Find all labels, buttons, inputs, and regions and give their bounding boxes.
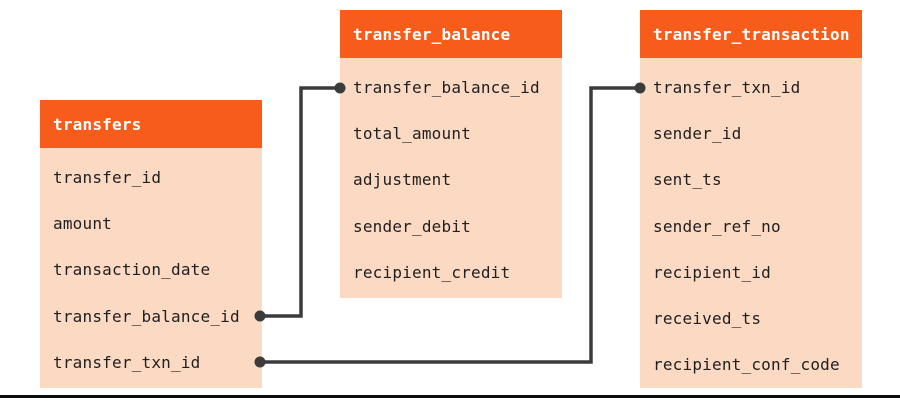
field-sender-ref-no: sender_ref_no [653,216,781,236]
field-transaction-date: transaction_date [53,260,211,280]
field-recipient-conf-code: recipient_conf_code [653,355,840,375]
table-transfers-header: transfers [40,100,262,148]
table-title: transfers [53,114,142,134]
field-transfer-txn-id: transfer_txn_id [653,77,801,97]
field-received-ts: received_ts [653,309,762,329]
field-total-amount: total_amount [353,123,471,143]
table-transfer-balance-header: transfer_balance [340,10,562,58]
table-transfers-body: transfer_id amount transaction_date tran… [40,148,262,388]
table-title: transfer_balance [353,24,511,44]
table-transfer-transaction-header: transfer_transaction [640,10,862,58]
field-recipient-id: recipient_id [653,262,771,282]
table-transfer-balance-body: transfer_balance_id total_amount adjustm… [340,58,562,298]
field-adjustment: adjustment [353,170,452,190]
table-title: transfer_transaction [653,24,850,44]
table-transfer-transaction-body: transfer_txn_id sender_id sent_ts sender… [640,58,862,388]
relationship-line-transfers-balance [260,86,340,318]
field-amount: amount [53,213,112,233]
field-transfer-balance-id: transfer_balance_id [353,77,540,97]
table-transfer-transaction: transfer_transaction transfer_txn_id sen… [640,10,862,388]
field-transfer-balance-id: transfer_balance_id [53,306,240,326]
bottom-rule [0,395,900,398]
field-sender-id: sender_id [653,123,742,143]
table-transfer-balance: transfer_balance transfer_balance_id tot… [340,10,562,298]
table-transfers: transfers transfer_id amount transaction… [40,100,262,388]
field-recipient-credit: recipient_credit [353,262,511,282]
field-sent-ts: sent_ts [653,170,722,190]
field-transfer-txn-id: transfer_txn_id [53,352,201,372]
field-sender-debit: sender_debit [353,216,471,236]
field-transfer-id: transfer_id [53,167,162,187]
